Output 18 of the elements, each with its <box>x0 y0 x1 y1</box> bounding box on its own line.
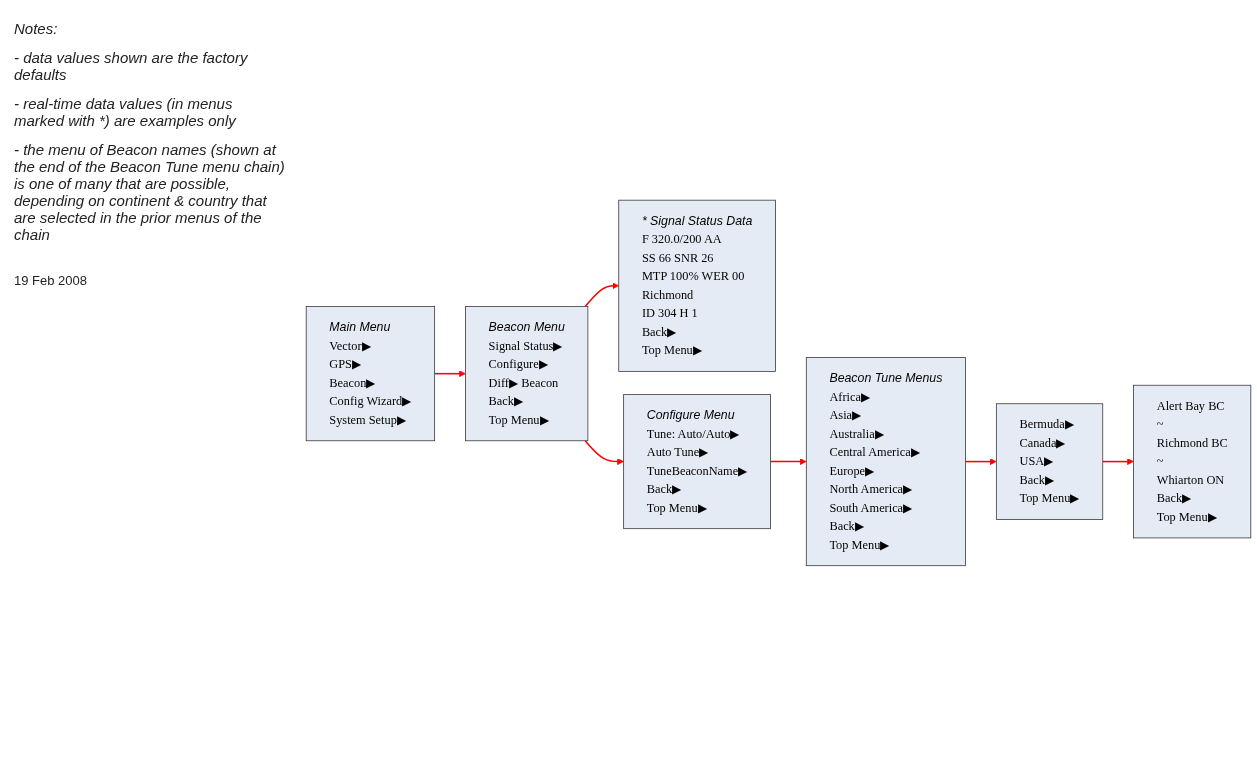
arrow <box>1102 457 1134 465</box>
node-box: Beacon Menu Signal Status▶ Configure▶ Diff▶ Beacon Back▶ Top Menu▶ <box>465 305 589 441</box>
arrow <box>433 369 466 377</box>
arrow <box>964 457 997 465</box>
note-text: Notes: <box>14 20 59 37</box>
node-box: Main Menu Vector▶ GPS▶ Beacon▶ Config Wizard▶ System Setup▶ <box>305 305 436 441</box>
arrow <box>769 457 807 465</box>
node-box: Alert Bay BC ~ Richmond BC ~ Whiarton ON Back▶ Top Menu▶ <box>1133 384 1252 538</box>
node-box: Beacon Tune Menus Africa▶ Asia▶ Australia▶ Central America▶ Europe▶ North America▶ South America▶ Back▶ Top Menu▶ <box>805 356 966 566</box>
arrow <box>584 281 620 307</box>
note-text: - data values shown are the factory defaults <box>14 49 249 83</box>
note-text: - the menu of Beacon names (shown at the end of the Beacon Tune menu chain) is one of many that are possible, depending on continent & country that are selected in the prior menus of the chain <box>14 141 286 243</box>
note-text: 19 Feb 2008 <box>14 273 88 288</box>
note-text: - real-time data values (in menus marked with *) are examples only <box>14 95 238 129</box>
node-box: Bermuda▶ Canada▶ USA▶ Back▶ Top Menu▶ <box>995 402 1104 520</box>
node-box: * Signal Status Data F 320.0/200 AA SS 66 SNR 26 MTP 100% WER 00 Richmond ID 304 H 1 Back▶ Top Menu▶ <box>618 199 776 372</box>
arrow <box>584 439 624 465</box>
node-box: Configure Menu Tune: Auto/Auto▶ Auto Tune▶ TuneBeaconName▶ Back▶ Top Menu▶ <box>623 393 771 529</box>
